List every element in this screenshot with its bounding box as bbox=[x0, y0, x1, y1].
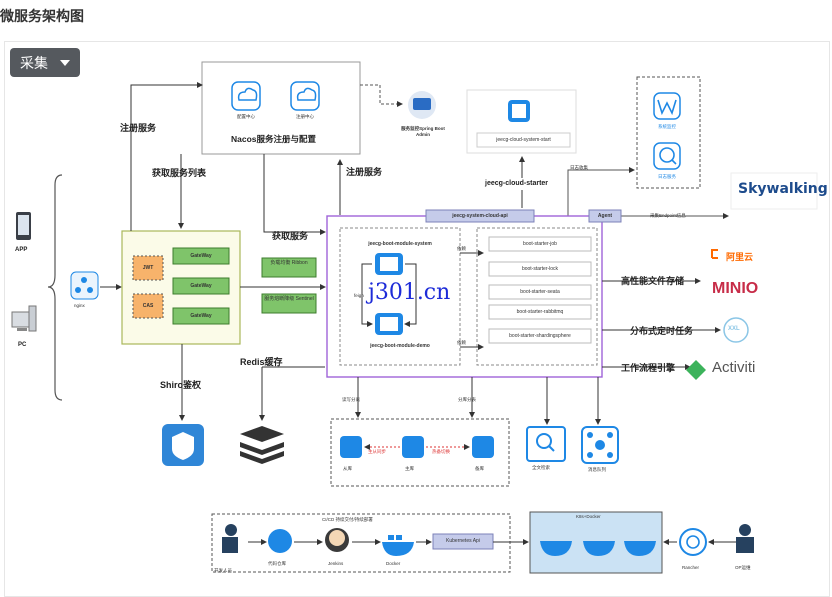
k8s-label: K8s+Docker bbox=[576, 514, 601, 519]
collect-button-label: 采集 bbox=[20, 54, 48, 71]
pc-icon bbox=[11, 305, 37, 332]
jenkins-icon bbox=[325, 528, 349, 552]
client-brace bbox=[47, 174, 63, 401]
cas-label: CAS bbox=[142, 303, 154, 309]
registry-center-label: 注册中心 bbox=[296, 114, 314, 119]
sentinel-label: 服务熔断降级 Sentinel bbox=[264, 296, 314, 302]
jenkins-label: Jenkins bbox=[328, 561, 344, 566]
k8s-api-label: Kubernetes Api bbox=[446, 538, 480, 544]
rancher-label: Rancher bbox=[682, 565, 700, 570]
spring-boot-admin-icon bbox=[408, 91, 436, 119]
minio-text: MINIO bbox=[712, 280, 759, 297]
page-title: 微服务架构图 bbox=[0, 8, 84, 24]
developer-label: 开发人员 bbox=[214, 568, 232, 573]
config-center-icon bbox=[231, 81, 261, 111]
nacos-title: Nacos服务注册与配置 bbox=[231, 134, 317, 144]
redis-icon bbox=[240, 426, 284, 464]
aliyun-logo bbox=[706, 245, 768, 265]
backup-label: 备库 bbox=[475, 466, 484, 471]
docker-icon bbox=[382, 535, 414, 556]
fetch-service-list-label: 获取服务列表 bbox=[152, 168, 207, 178]
registry-center-icon bbox=[290, 81, 320, 111]
system-monitor-label: 系统监控 bbox=[658, 124, 676, 129]
gateway-label-3: GateWay bbox=[190, 313, 212, 319]
redis-cache-label: Redis缓存 bbox=[240, 357, 283, 367]
storage-label: 高性能文件存储 bbox=[621, 276, 685, 286]
starter-box-text: jeecg-cloud-system-start bbox=[496, 137, 551, 143]
phone-icon bbox=[16, 212, 31, 240]
skywalking-logo bbox=[730, 172, 818, 210]
activiti-logo bbox=[686, 360, 706, 380]
log-service-label: 日志服务 bbox=[658, 174, 676, 179]
fetch-service-label: 获取服务 bbox=[272, 231, 309, 241]
collect-button[interactable]: 采集 bbox=[10, 48, 80, 77]
aliyun-text: 阿里云 bbox=[726, 252, 754, 262]
nginx-label: nginx bbox=[74, 303, 85, 308]
ops-icon bbox=[736, 524, 754, 553]
xxl-text: XXL bbox=[728, 326, 740, 332]
feign-label: feign bbox=[354, 293, 364, 298]
xxl-logo bbox=[723, 317, 749, 343]
system-api-label: jeecg-system-cloud-api bbox=[452, 213, 508, 219]
message-queue-icon bbox=[581, 426, 619, 464]
app-label: APP bbox=[15, 247, 28, 253]
full-text-search-label: 全文检索 bbox=[532, 465, 550, 470]
git-label: 代码仓库 bbox=[268, 561, 286, 566]
task-label: 分布式定时任务 bbox=[630, 326, 694, 336]
pc-label: PC bbox=[18, 342, 27, 348]
gateway-label-2: GateWay bbox=[190, 283, 212, 289]
dependency-label-1: 依赖 bbox=[457, 246, 466, 251]
skywalking-text: Skywalking bbox=[738, 181, 828, 197]
ribbon-label: 负载均衡 Ribbon bbox=[270, 260, 308, 266]
endpoint-label: 采集Endpoint信息 bbox=[650, 213, 686, 218]
agent-label: Agent bbox=[597, 213, 613, 219]
docker-whale-icons bbox=[540, 541, 656, 556]
shiro-shield-icon bbox=[162, 424, 204, 466]
ops-label: OP运维 bbox=[735, 565, 751, 570]
slave-label: 从库 bbox=[343, 466, 352, 471]
shiro-label: Shiro鉴权 bbox=[160, 380, 202, 390]
workflow-label: 工作流程引擎 bbox=[621, 363, 676, 373]
cicd-label: CI/CD 持续交付/持续部署 bbox=[322, 517, 373, 522]
register-service-label-2: 注册服务 bbox=[346, 167, 383, 177]
master-db-icon bbox=[402, 436, 424, 458]
rancher-icon bbox=[679, 528, 707, 556]
dependency-label-2: 依赖 bbox=[457, 340, 466, 345]
minio-logo bbox=[706, 276, 768, 302]
gateway-label-1: GateWay bbox=[190, 253, 212, 259]
developer-icon bbox=[222, 524, 238, 553]
master-label: 主库 bbox=[405, 466, 414, 471]
starter-item-5: boot-starter-shardingsphere bbox=[509, 333, 571, 339]
chevron-down-icon bbox=[60, 59, 70, 66]
module-demo-label: jeecg-boot-module-demo bbox=[370, 343, 430, 349]
jwt-label: JWT bbox=[142, 265, 154, 271]
search-icon bbox=[526, 426, 566, 462]
sync-label: 主从同步 bbox=[368, 449, 386, 454]
activiti-text: Activiti bbox=[712, 359, 756, 376]
slave-db-icon bbox=[340, 436, 362, 458]
starter-item-1: boot-starter-job bbox=[523, 241, 557, 247]
starter-label: jeecg-cloud-starter bbox=[485, 180, 549, 187]
nacos-box bbox=[201, 61, 361, 155]
nginx-icon bbox=[70, 271, 99, 300]
spring-boot-admin-label: 服务监控Spring Boot Admin bbox=[401, 126, 445, 137]
starter-item-2: boot-starter-lock bbox=[521, 266, 559, 272]
register-service-label-1: 注册服务 bbox=[120, 123, 157, 133]
github-icon bbox=[268, 529, 292, 553]
module-system-label: jeecg-boot-module-system bbox=[368, 241, 432, 247]
backup-db-icon bbox=[472, 436, 494, 458]
sharding-label: 分库分表 bbox=[458, 397, 476, 402]
log-collect-label: 日志收集 bbox=[570, 165, 588, 170]
watermark: j301.cn bbox=[368, 280, 451, 305]
starter-item-3: boot-starter-seata bbox=[520, 289, 560, 295]
config-center-label: 配置中心 bbox=[237, 114, 255, 119]
docker-label: Docker bbox=[386, 561, 401, 566]
message-queue-label: 消息队列 bbox=[588, 467, 606, 472]
read-write-label: 读写分离 bbox=[342, 397, 360, 402]
starter-item-4: boot-starter-rabbitmq bbox=[516, 309, 564, 315]
hot-standby-label: 热备切换 bbox=[432, 449, 450, 454]
